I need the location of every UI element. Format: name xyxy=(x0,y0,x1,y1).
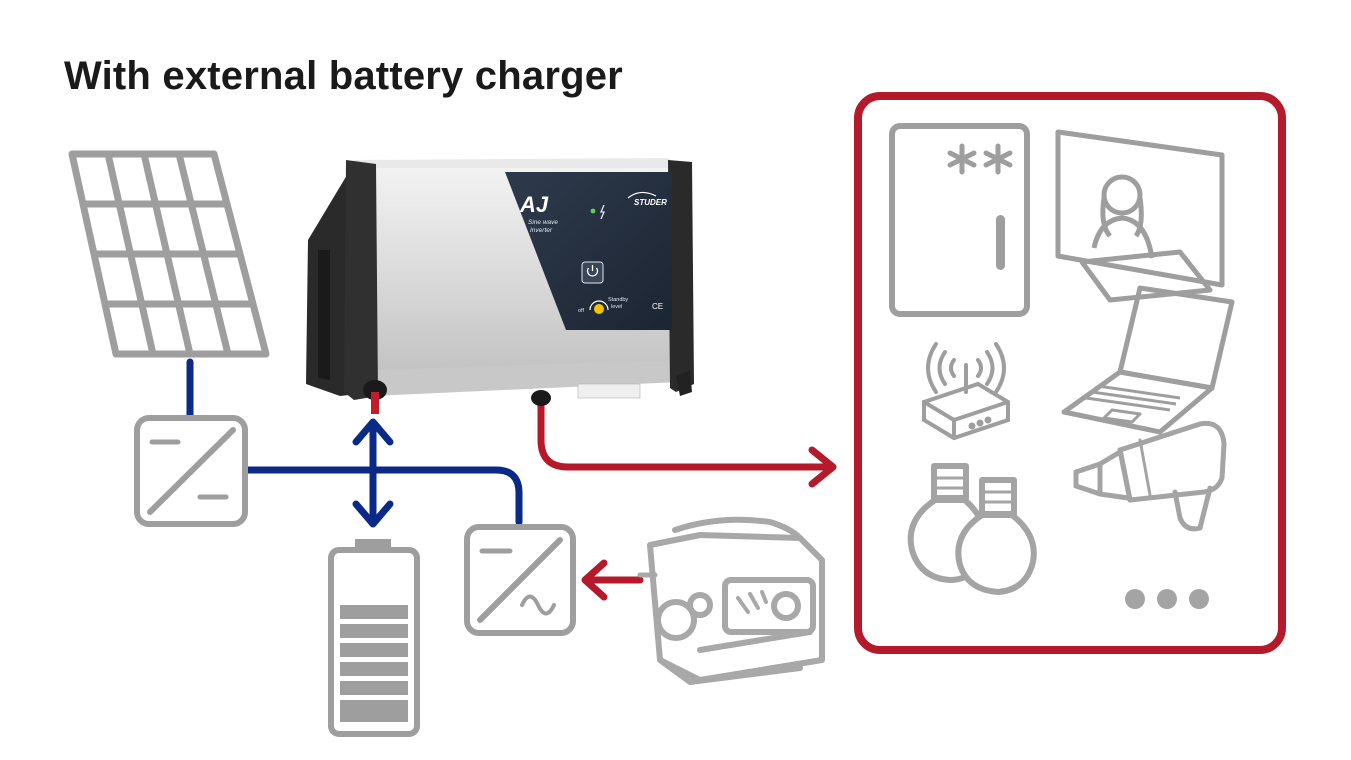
power-icon xyxy=(586,267,599,277)
inverter-unit: AJ Sine wave Inverter STUDER off Standby… xyxy=(306,158,694,414)
brand-swoosh-icon xyxy=(627,191,657,199)
ac-cable-gland xyxy=(531,390,551,406)
dc-cable-gland xyxy=(363,380,387,400)
switch-off-label: off xyxy=(578,308,584,314)
dc-wiring xyxy=(186,358,523,528)
laptop-icon xyxy=(1061,285,1235,435)
rating-plate xyxy=(577,383,641,399)
television-icon xyxy=(1055,129,1225,303)
ce-mark: CE xyxy=(652,302,663,311)
status-led-icon xyxy=(590,208,596,214)
power-button[interactable] xyxy=(581,261,604,284)
loads-frame xyxy=(854,92,1286,654)
diagram-title: With external battery charger xyxy=(64,54,623,98)
more-dots-icon xyxy=(1125,589,1209,609)
drill-icon xyxy=(1073,420,1227,532)
ac-wiring xyxy=(537,398,837,601)
light-bulb-icon xyxy=(907,463,1037,595)
dc-dc-converter-icon xyxy=(134,415,248,527)
generator-icon xyxy=(637,516,825,685)
lightning-icon xyxy=(600,204,605,220)
standby-level-label: level xyxy=(611,304,622,310)
battery-icon xyxy=(328,539,420,737)
standby-level-knob[interactable] xyxy=(589,300,609,314)
brand-logo: STUDER xyxy=(634,198,667,207)
fridge-icon xyxy=(889,123,1030,317)
inverter-subtitle-1: Sine wave xyxy=(528,219,558,226)
wifi-router-icon xyxy=(922,342,1010,441)
inverter-subtitle-2: Inverter xyxy=(530,227,553,234)
inverter-model-label: AJ xyxy=(519,192,549,217)
standby-label: Standby xyxy=(608,297,628,303)
ac-dc-charger-icon xyxy=(464,524,576,636)
solar-panel-icon xyxy=(68,150,270,358)
